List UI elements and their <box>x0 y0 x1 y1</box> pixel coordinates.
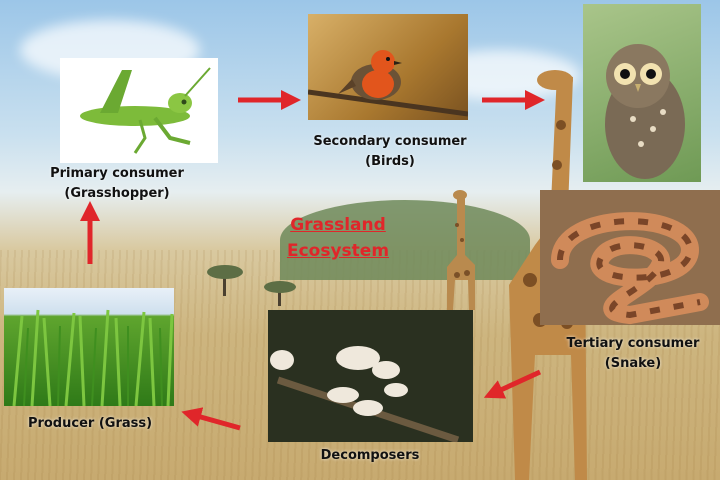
decomposers-label: Decomposers <box>290 446 450 466</box>
title-line2: Ecosystem <box>286 241 390 261</box>
decomposers-line1: Decomposers <box>320 448 420 463</box>
primary-consumer-line1: Primary consumer <box>50 166 184 181</box>
grass-photo <box>4 288 174 406</box>
secondary-consumer-line2: (Birds) <box>365 154 415 169</box>
arrow-decomposers-to-producer <box>181 407 241 431</box>
tertiary-consumer-line2: (Snake) <box>604 356 662 371</box>
grass-icon <box>12 309 174 406</box>
grasshopper-icon <box>80 67 211 154</box>
snake-icon <box>551 212 709 325</box>
arrow-tertiary-to-decomposers <box>483 369 542 399</box>
mushroom-icon <box>270 346 460 442</box>
acacia-tree-icon <box>264 281 296 306</box>
producer-label: Producer (Grass) <box>10 414 170 434</box>
primary-consumer-label: Primary consumer (Grasshopper) <box>22 164 212 204</box>
robin-bird-photo <box>308 14 468 120</box>
owl-icon <box>605 44 685 179</box>
bird-icon <box>308 50 468 117</box>
mushrooms-photo <box>268 310 473 442</box>
tertiary-consumer-line1: Tertiary consumer <box>566 336 700 351</box>
distant-hill <box>280 200 530 280</box>
copperhead-snake-photo <box>540 190 720 325</box>
secondary-consumer-line1: Secondary consumer <box>313 134 467 149</box>
tertiary-consumer-label: Tertiary consumer (Snake) <box>548 334 718 374</box>
primary-consumer-line2: (Grasshopper) <box>64 186 170 201</box>
grasshopper-photo <box>60 58 218 163</box>
owl-photo <box>583 4 701 182</box>
secondary-consumer-label: Secondary consumer (Birds) <box>290 132 490 172</box>
diagram-title: Grassland Ecosystem <box>276 212 400 264</box>
acacia-tree-icon <box>207 265 243 296</box>
producer-line1: Producer (Grass) <box>27 416 153 431</box>
giraffe-icon <box>447 190 475 310</box>
title-line1: Grassland <box>290 215 386 235</box>
